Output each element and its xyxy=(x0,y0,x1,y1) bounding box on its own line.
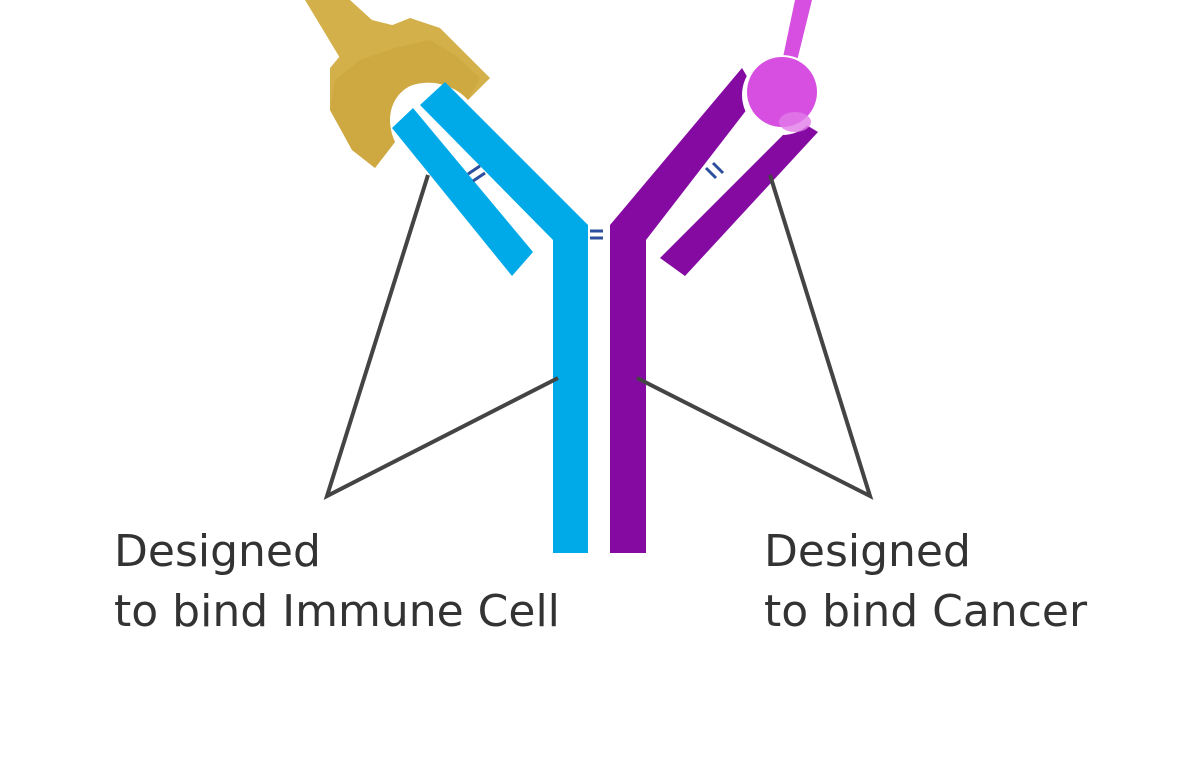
cancer-antigen-stalk xyxy=(782,0,812,65)
disulfide-bonds xyxy=(467,161,725,240)
caption-immune-cell-line1: Designed xyxy=(114,526,321,577)
bond-right-b xyxy=(711,161,725,175)
caption-immune-cell-line2: to bind Immune Cell xyxy=(114,586,560,637)
cancer-light-chain xyxy=(660,120,818,276)
cancer-heavy-chain xyxy=(610,68,758,553)
caption-cancer: Designed to bind Cancer xyxy=(764,522,1087,642)
cancer-antigen xyxy=(742,0,822,135)
bond-left-b xyxy=(472,171,486,183)
caption-immune-cell: Designed to bind Immune Cell xyxy=(114,522,560,642)
bond-left-a xyxy=(467,164,481,176)
immune-cell-receptor xyxy=(305,0,490,168)
leader-lines xyxy=(323,174,874,500)
cancer-antigen-highlight xyxy=(779,112,811,132)
immune-cell-clamp-shade xyxy=(330,40,480,168)
caption-cancer-line1: Designed xyxy=(764,526,971,577)
bond-right-a xyxy=(704,166,718,180)
immune-light-chain xyxy=(392,108,533,276)
immune-heavy-chain xyxy=(420,82,588,553)
cancer-antigen-head xyxy=(747,57,817,127)
caption-cancer-line2: to bind Cancer xyxy=(764,586,1088,637)
leader-line-left xyxy=(323,174,559,500)
leader-line-right xyxy=(636,174,874,500)
